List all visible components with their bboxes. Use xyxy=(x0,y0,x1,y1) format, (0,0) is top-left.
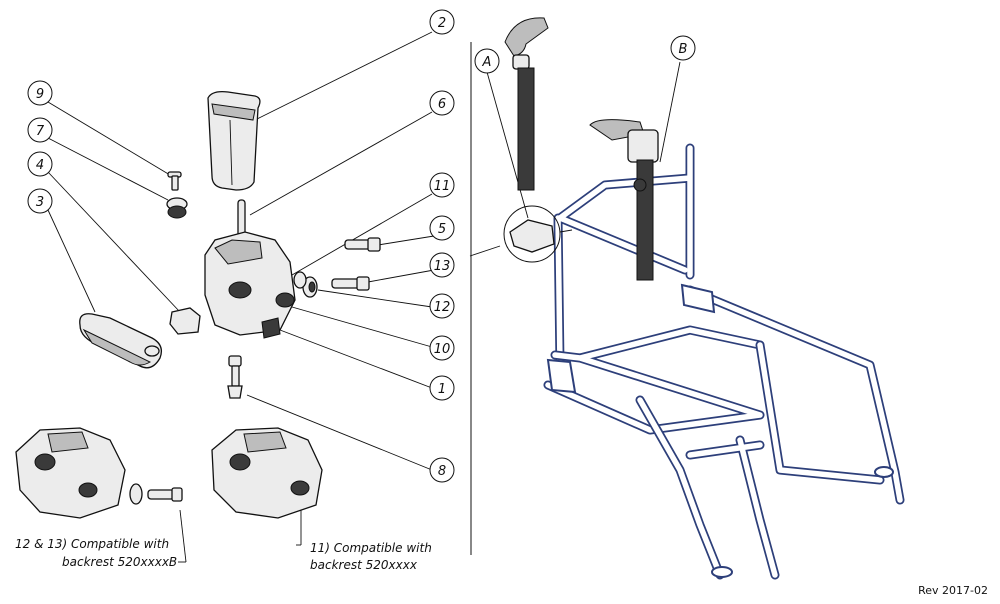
callout-6-label: 6 xyxy=(438,97,446,112)
callout-2: 2 xyxy=(429,9,455,35)
callout-7-label: 7 xyxy=(36,124,45,139)
part-1-clamp-housing xyxy=(204,231,296,339)
part-8-bolt xyxy=(227,355,243,399)
detail-circle-a xyxy=(503,205,573,263)
callout-9: 9 xyxy=(27,80,53,106)
callout-3-label: 3 xyxy=(36,195,44,210)
part-11-spacer xyxy=(293,271,307,289)
callout-8: 8 xyxy=(429,457,455,483)
part-9-screw xyxy=(167,171,182,191)
part-12-washer xyxy=(302,276,318,298)
callout-6: 6 xyxy=(429,90,455,116)
callout-4-label: 4 xyxy=(36,158,44,173)
compat-view-12-13 xyxy=(15,427,183,519)
callout-11-label: 11 xyxy=(434,179,451,194)
detail-label-b: B xyxy=(670,35,696,61)
callout-10-label: 10 xyxy=(434,342,451,357)
callout-7: 7 xyxy=(27,117,53,143)
callout-11: 11 xyxy=(429,172,455,198)
leader-lines xyxy=(47,31,681,563)
part-13-bolt xyxy=(331,276,370,291)
note-12-13-line1: 12 & 13) Compatible with xyxy=(15,537,169,551)
callout-5: 5 xyxy=(429,215,455,241)
callout-9-label: 9 xyxy=(36,87,44,102)
callout-12: 12 xyxy=(429,293,455,319)
part-3-lever-arm xyxy=(79,313,163,369)
callout-2-label: 2 xyxy=(438,16,446,31)
callout-4: 4 xyxy=(27,151,53,177)
part-4-insert xyxy=(169,307,201,335)
backrest-post-left xyxy=(504,17,549,191)
note-12-13-line2: backrest 520xxxxB xyxy=(62,555,177,569)
note-11-line1: 11) Compatible with xyxy=(310,541,432,555)
compat-view-11 xyxy=(211,427,323,519)
part-7-bushing xyxy=(166,197,188,219)
callout-5-label: 5 xyxy=(438,222,446,237)
part-5-bolt xyxy=(344,237,381,252)
callout-10: 10 xyxy=(429,335,455,361)
callout-1-label: 1 xyxy=(438,382,446,397)
callout-3: 3 xyxy=(27,188,53,214)
revision-label: Rev 2017-02 xyxy=(918,584,988,597)
detail-a-label: A xyxy=(482,55,492,70)
wheelchair-frame xyxy=(543,143,905,580)
backrest-post-right xyxy=(589,119,659,281)
callout-12-label: 12 xyxy=(434,300,451,315)
callout-8-label: 8 xyxy=(438,464,446,479)
callout-1: 1 xyxy=(429,375,455,401)
callout-13-label: 13 xyxy=(434,259,451,274)
detail-b-label: B xyxy=(679,42,688,57)
callout-13: 13 xyxy=(429,252,455,278)
part-2-backrest-sleeve xyxy=(207,90,261,191)
detail-label-a: A xyxy=(474,48,500,74)
note-11-line2: backrest 520xxxx xyxy=(310,558,418,572)
